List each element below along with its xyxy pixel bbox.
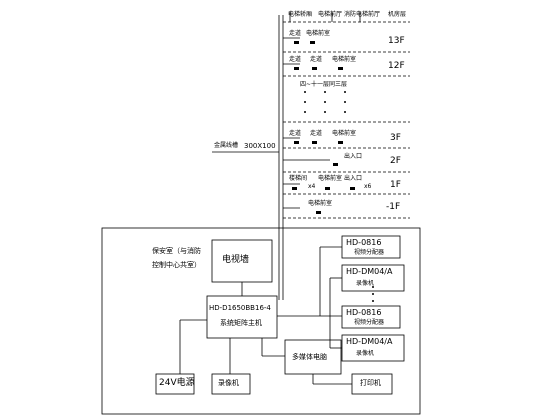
splitter1-name: 视频分配器 [354,249,385,256]
camera-icon [333,163,338,166]
matrix-host-name: 系统矩阵主机 [220,319,262,327]
recorder1-name: 录像机 [356,280,375,287]
matrix-host-box [206,295,278,339]
splitter-box-2 [341,305,401,329]
item-1f-3: 出入口 [344,175,363,182]
trunk-label: 金属线槽 [214,142,239,149]
camera-icon [325,187,330,190]
recorder-main-label: 录像机 [218,379,239,387]
item-3f-0: 走道 [289,130,302,137]
item-12f-0: 走道 [289,56,302,63]
recorder-main-box [211,373,251,395]
header-elevator-car: 电梯轿厢 [288,11,313,18]
item-1f-0: 楼梯间 [289,175,308,182]
floor-label-1f: 1F [390,180,401,190]
item-1f-1: x4 [308,183,316,190]
pc-label: 多媒体电脑 [292,353,327,361]
control-room-note-1: 保安室（与消防 [152,247,201,255]
item-3f-2: 电梯前室 [332,130,357,137]
camera-icon [310,41,315,44]
floor-label-2f: 2F [390,156,401,166]
splitter1-model: HD-0816 [346,238,382,247]
camera-icon [312,141,317,144]
item-1f-2: 电梯前室 [318,175,343,182]
recorder1-model: HD-DM04/A [346,267,393,276]
floor-label-b1f: -1F [386,202,401,212]
trunk-size: 300X100 [244,142,276,150]
header-fire-elevator-hall: 消防电梯前厅 [344,11,381,18]
camera-icon [338,67,343,70]
middle-floor-note: 四~十一层同三层 [300,81,348,88]
item-13f-0: 走道 [289,30,302,37]
power-box [155,373,195,395]
recorder2-name: 录像机 [356,350,375,357]
matrix-host-model: HD-D1650BB16-4 [209,304,271,312]
item-12f-1: 走道 [310,56,323,63]
recorder2-model: HD-DM04/A [346,337,393,346]
control-room-note-2: 控制中心共室） [152,261,201,269]
floor-label-13f: 13F [388,36,405,46]
item-3f-1: 走道 [310,130,323,137]
power-label: 24V电源 [159,378,195,388]
header-elevator-hall: 电梯前厅 [318,11,343,18]
tv-wall-label: 电视墙 [222,255,250,265]
item-1f-4: x6 [364,183,372,190]
item-b1f-0: 电梯前室 [308,200,333,207]
item-12f-2: 电梯前室 [332,56,357,63]
header-floor-col: 机房层 [388,11,407,18]
floor-label-12f: 12F [388,61,405,71]
camera-icon [316,211,321,214]
camera-icon [292,187,297,190]
floor-label-3f: 3F [390,133,401,143]
camera-icon [312,67,317,70]
camera-icon [338,141,343,144]
splitter2-model: HD-0816 [346,308,382,317]
camera-icon [294,141,299,144]
control-room-frame [101,227,421,415]
item-2f-0: 出入口 [344,153,363,160]
printer-label: 打印机 [360,379,381,387]
item-13f-1: 电梯前室 [306,30,331,37]
camera-icon [350,187,355,190]
splitter2-name: 视频分配器 [354,319,385,326]
camera-icon [294,67,299,70]
camera-icon [294,41,299,44]
